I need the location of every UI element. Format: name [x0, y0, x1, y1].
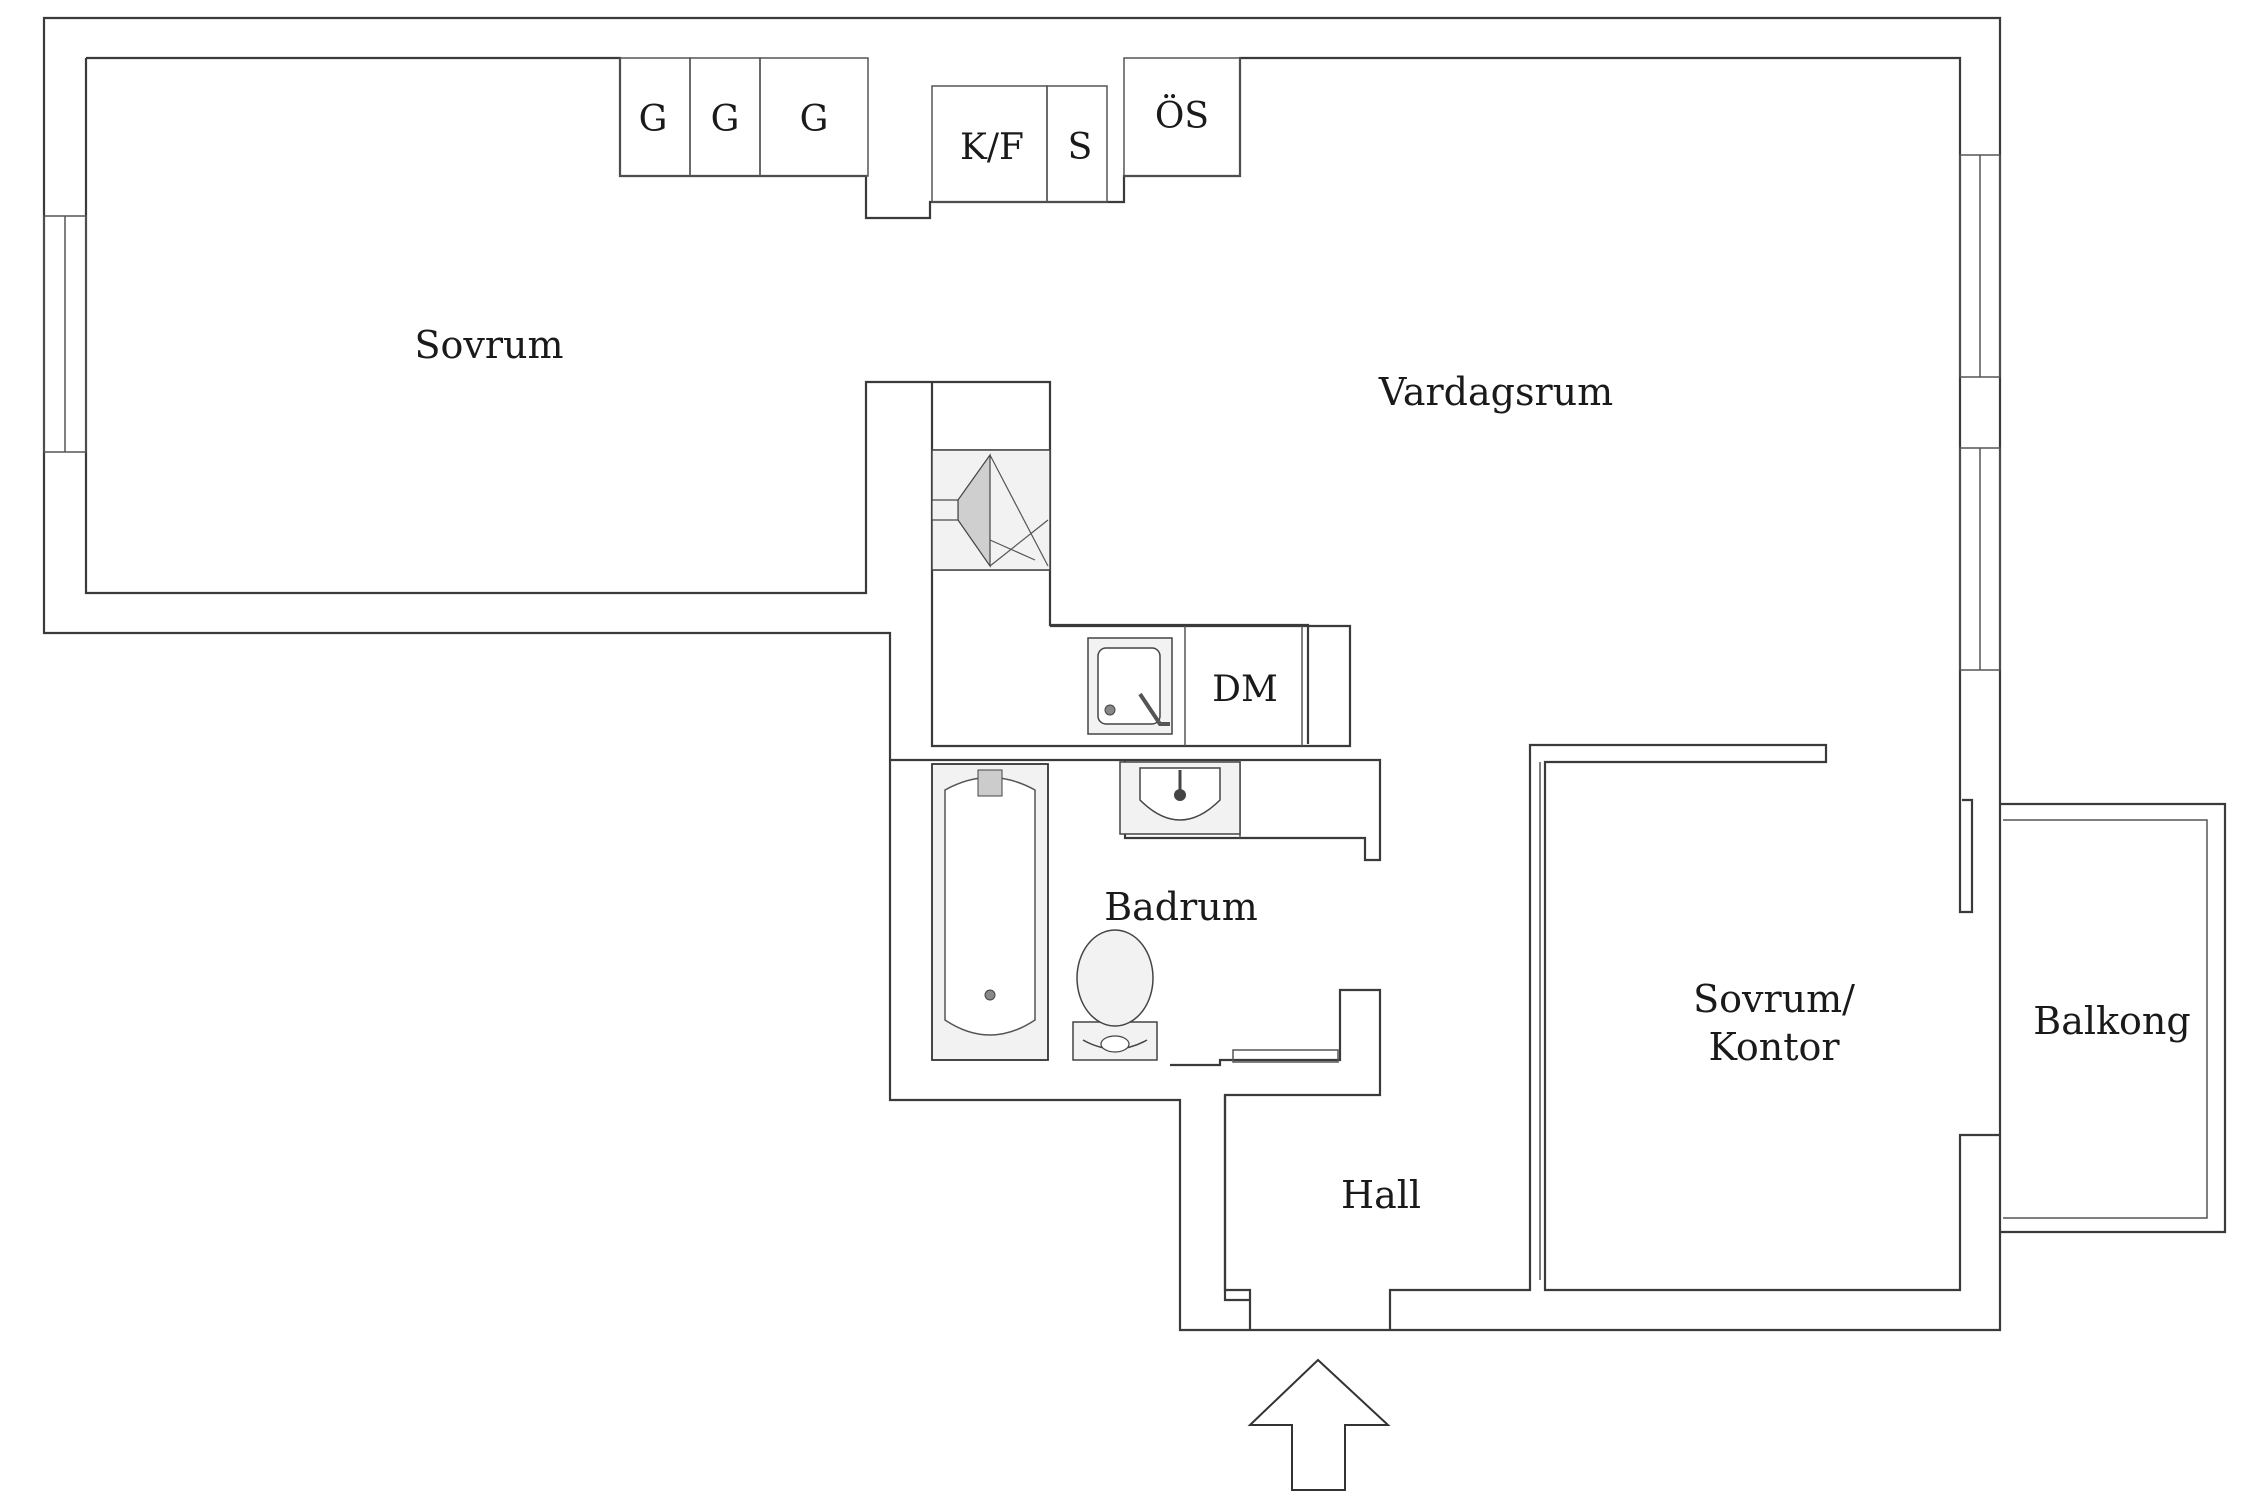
room-label-sovrum: Sovrum: [414, 323, 563, 367]
room-label-sovrum-kontor-line2: Kontor: [1708, 1025, 1840, 1069]
window-right-lower: [1959, 447, 2001, 671]
window-right-upper: [1959, 154, 2001, 378]
outer-walls: [42, 16, 2002, 1332]
bathtub-icon: [931, 763, 1049, 1061]
dishwasher-label: DM: [1212, 669, 1278, 710]
wardrobe-label-1: G: [639, 99, 668, 140]
hall-walls: [1223, 743, 2000, 1330]
washbasin-icon: [1119, 761, 1241, 835]
wardrobes: [619, 57, 1241, 203]
room-label-sovrum-kontor-line1: Sovrum/: [1693, 977, 1855, 1021]
upper-cabinet-label: ÖS: [1155, 95, 1209, 137]
toilet-icon: [1072, 929, 1158, 1061]
bathroom-radiator: [1232, 1049, 1339, 1063]
stove-hood-icon: [931, 449, 1051, 571]
balcony: [2000, 802, 2227, 1234]
wardrobe-label-3: G: [800, 99, 829, 140]
kitchen-sink-icon: [1087, 637, 1173, 735]
room-label-badrum: Badrum: [1104, 885, 1258, 929]
fridge-freezer-label: K/F: [960, 127, 1024, 168]
bathroom-walls: [890, 758, 1382, 1302]
wardrobe-label-2: G: [711, 99, 740, 140]
room-label-balkong: Balkong: [2033, 999, 2190, 1043]
window-left: [43, 215, 87, 453]
room-label-hall: Hall: [1341, 1173, 1421, 1217]
storage-label: S: [1068, 127, 1093, 168]
entrance-arrow-icon: [1247, 1358, 1391, 1491]
room-label-vardagsrum: Vardagsrum: [1378, 370, 1613, 414]
